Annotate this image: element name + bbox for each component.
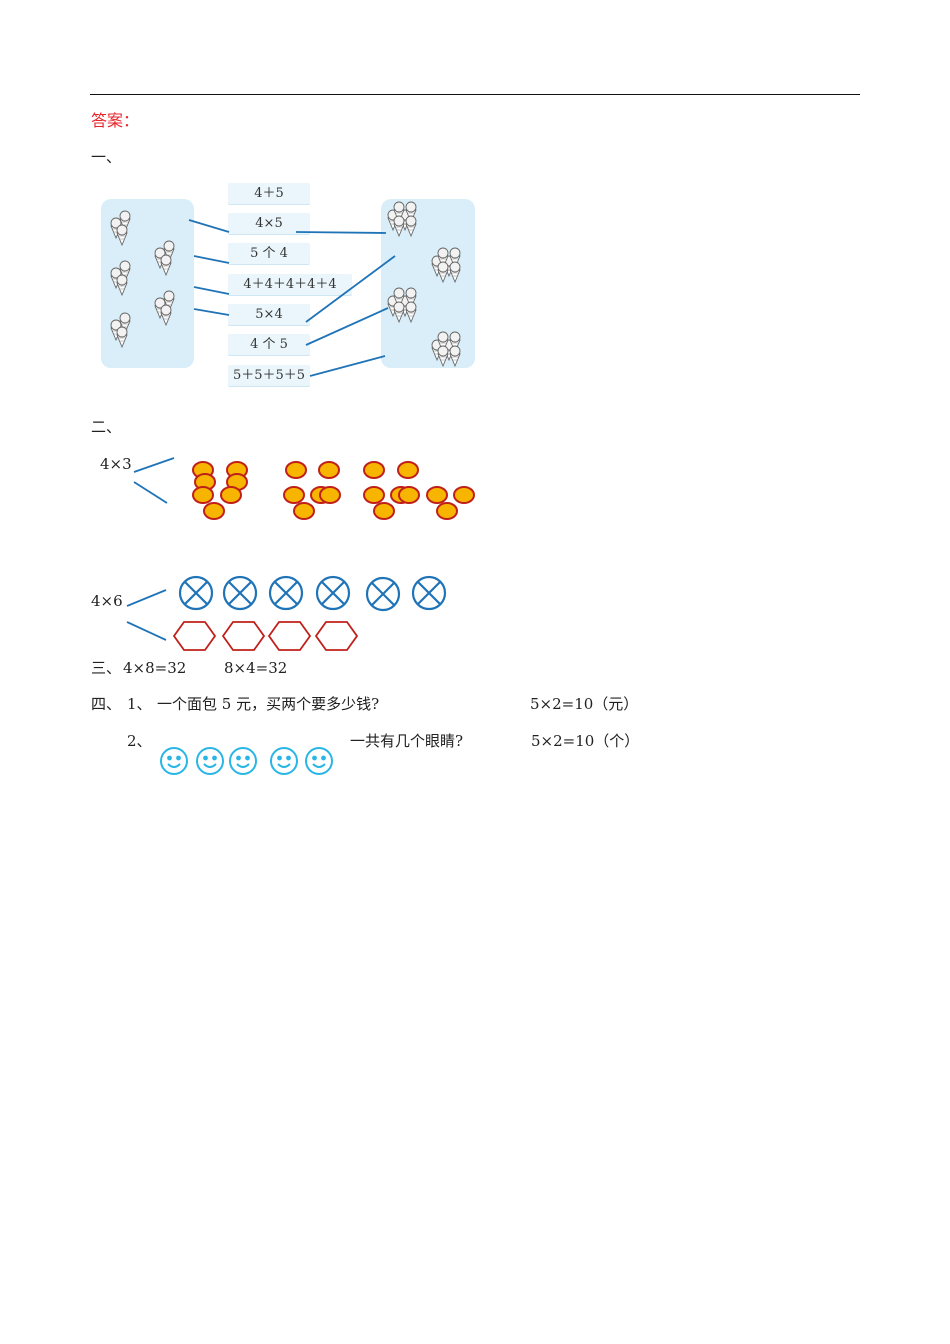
question-2-text: 一共有几个眼睛? (350, 732, 464, 750)
card-expression-5: 5×4 (228, 304, 310, 326)
hexagon-icon (172, 621, 359, 651)
cross-circle-icon (178, 575, 447, 612)
answer-title: 答案： (91, 111, 140, 130)
question-1-text: 一个面包 5 元，买两个要多少钱? (157, 695, 380, 713)
section-2-label: 二、 (91, 418, 122, 436)
expression-4x3: 4×3 (100, 455, 132, 473)
card-expression-3: 5 个 4 (228, 243, 310, 265)
expression-4x6: 4×6 (91, 592, 123, 610)
top-rule (90, 94, 860, 95)
split-lines (126, 457, 175, 641)
section-4-label: 四、 (91, 695, 122, 713)
question-1-number: 1、 (127, 695, 152, 713)
equation-2: 8×4=32 (224, 659, 288, 677)
section-1-label: 一、 (91, 148, 122, 166)
card-expression-4: 4＋4＋4＋4＋4 (228, 274, 352, 296)
equation-1: 4×8=32 (123, 659, 187, 677)
ice-cream-cone-icon (388, 202, 460, 366)
question-2-answer: 5×2=10（个） (531, 732, 640, 750)
orange-circle-groups (192, 461, 475, 520)
card-expression-1: 4＋5 (228, 183, 310, 205)
card-expression-7: 5＋5＋5＋5 (228, 365, 310, 387)
matching-lines (188, 219, 396, 377)
card-expression-6: 4 个 5 (228, 334, 310, 356)
question-2-number: 2、 (127, 732, 152, 750)
question-1-answer: 5×2=10（元） (530, 695, 639, 713)
ice-cream-cone-icon (111, 211, 174, 347)
section-3-label: 三、 (91, 659, 122, 677)
smiley-face-icon (160, 747, 333, 775)
card-expression-2: 4×5 (228, 213, 310, 235)
